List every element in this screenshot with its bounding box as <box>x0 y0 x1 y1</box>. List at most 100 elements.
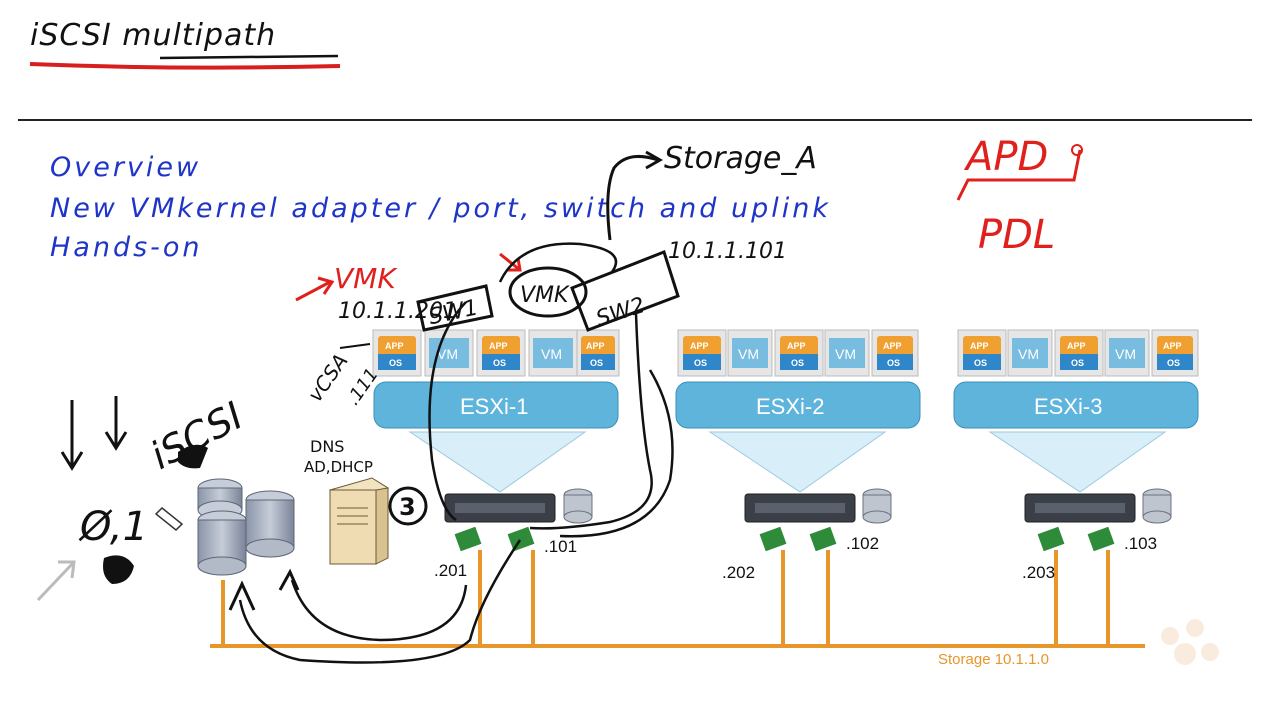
path-sw1-nic1 <box>428 301 467 522</box>
arrowhead-up <box>278 568 300 591</box>
vm-label: VM <box>437 346 458 362</box>
host-nic-ip: .202 <box>722 563 755 582</box>
agenda-item-hands-on: Hands-on <box>50 232 203 263</box>
os-label: OS <box>493 358 506 368</box>
host-storage-ip: .102 <box>846 534 879 553</box>
storage-array-icon <box>197 478 295 576</box>
os-label: OS <box>1167 358 1180 368</box>
pdl-label: PDL <box>978 212 1055 258</box>
arrowhead-down <box>104 431 128 451</box>
os-label: OS <box>389 358 402 368</box>
bracket-dot <box>1071 144 1083 156</box>
os-label: OS <box>590 358 603 368</box>
circle-3-marker <box>388 486 428 526</box>
esxi-label: ESXi-3 <box>1034 394 1102 419</box>
os-icon <box>1157 354 1193 370</box>
vm-label: VM <box>1018 346 1039 362</box>
server-bay <box>755 503 845 513</box>
esxi-bar <box>373 381 619 429</box>
vmk-red-label: VMK <box>334 262 398 295</box>
sw1-box <box>416 284 494 332</box>
apd-label: APD <box>963 134 1048 180</box>
title-underline-black <box>159 54 339 60</box>
arrowhead <box>645 150 664 170</box>
arrowhead <box>508 257 522 272</box>
scribble <box>103 555 134 584</box>
arrowhead-up <box>228 580 256 611</box>
title-underline-red <box>29 62 341 70</box>
path-nic-storage <box>238 539 522 664</box>
server-bay <box>455 503 545 513</box>
agenda-item-overview: Overview <box>50 152 202 183</box>
esxi-label: ESXi-2 <box>756 394 824 419</box>
host-storage-ip: .101 <box>544 537 577 556</box>
esxi-host-1: APP OS VM APP OS VM APP OS ESXi-1 <box>372 329 620 646</box>
esxi-bar <box>675 381 921 429</box>
arrowhead-down <box>60 451 84 471</box>
sw2-box <box>570 250 680 332</box>
vm-icon <box>533 338 573 368</box>
arrowhead <box>317 276 335 295</box>
app-label: APP <box>1163 341 1182 351</box>
vmk-ellipse <box>508 266 588 318</box>
ad-dhcp-label: AD,DHCP <box>304 458 373 476</box>
nic-card-1 <box>759 526 787 552</box>
vm-icon <box>1012 338 1048 368</box>
app-label: APP <box>883 341 902 351</box>
watermark-logo <box>1161 619 1219 665</box>
path-nic201-storage <box>290 579 468 642</box>
vmk-box-label: VMK <box>520 283 570 308</box>
vm-label: VM <box>835 346 856 362</box>
app-label: APP <box>1067 341 1086 351</box>
dns-label: DNS <box>310 437 344 456</box>
os-label: OS <box>694 358 707 368</box>
path-sw2-nic2 <box>529 313 653 530</box>
nic-card-2 <box>809 526 837 552</box>
path-vmk-storage <box>498 242 618 283</box>
host-funnel <box>708 431 887 493</box>
pointer-cursor-trail <box>36 560 76 602</box>
app-label: APP <box>690 341 709 351</box>
storage-a-arrow <box>606 154 659 241</box>
storage-network-label: Storage 10.1.1.0 <box>938 651 1049 668</box>
vm-label: VM <box>738 346 759 362</box>
app-label: APP <box>787 341 806 351</box>
app-label: APP <box>385 341 404 351</box>
local-disk-icon <box>1142 488 1172 524</box>
host-nic-ip: .201 <box>434 561 467 580</box>
dns-server-icon <box>328 477 390 565</box>
path-sw2-loop <box>559 369 674 538</box>
zero-one-label: Ø,1 <box>78 504 148 550</box>
agenda-item-vmkernel: New VMkernel adapter / port, switch and … <box>50 193 831 224</box>
host-storage-ip: .103 <box>1124 534 1157 553</box>
nic-card-1 <box>454 526 482 552</box>
vmk-red-arrow <box>295 280 331 302</box>
cursor-arrowhead <box>58 560 76 579</box>
vcsa-arrow <box>339 343 371 349</box>
os-icon <box>683 354 721 370</box>
vm-label: VM <box>1115 346 1136 362</box>
esxi-label: ESXi-1 <box>460 394 528 419</box>
storage-a-ip: 10.1.1.101 <box>668 239 787 264</box>
vm-icon <box>1109 338 1145 368</box>
os-icon <box>780 354 818 370</box>
nic-card-2 <box>1087 526 1115 552</box>
circle-3-label: 3 <box>399 493 416 521</box>
page-title: iSCSI multipath <box>30 18 277 53</box>
vm-icon <box>829 338 865 368</box>
pencil-cursor-icon <box>154 506 184 532</box>
os-label: OS <box>974 358 987 368</box>
os-icon <box>963 354 1001 370</box>
os-label: OS <box>887 358 900 368</box>
scribble <box>178 444 208 469</box>
nic-card-2 <box>507 526 535 552</box>
apd-pdl-bracket <box>956 149 1082 201</box>
vm-icon <box>732 338 768 368</box>
host-nic-ip: .203 <box>1022 563 1055 582</box>
esxi-bar <box>953 381 1199 429</box>
esxi-host-3: APP OS VM APP OS VM APP OS ESXi-3 <box>953 329 1199 646</box>
server-bay <box>1035 503 1125 513</box>
host-funnel <box>408 431 587 493</box>
os-icon <box>581 354 615 370</box>
